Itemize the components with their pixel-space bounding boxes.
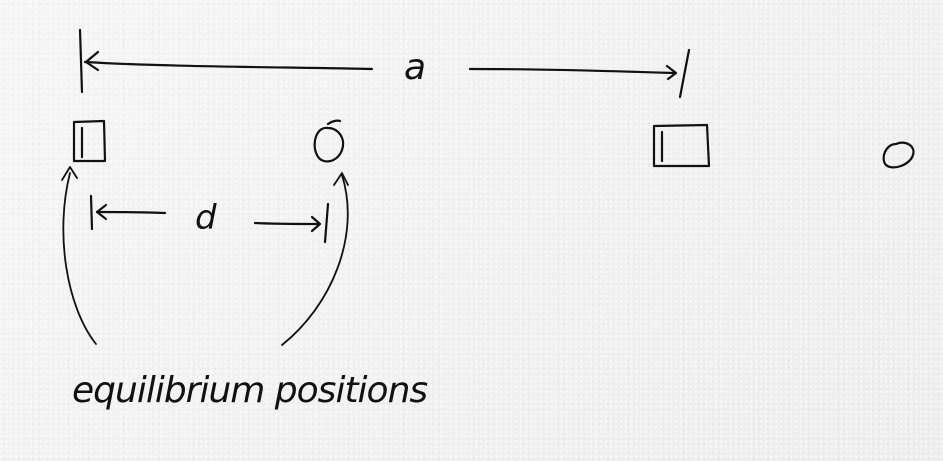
- d-right-tick: [323, 202, 330, 244]
- caption-text: equilibrium positions: [72, 370, 427, 411]
- a-left-tick: [78, 28, 84, 94]
- square-site-1: [72, 119, 107, 163]
- d-right-arrowhead: [310, 215, 322, 233]
- a-left-arrowhead: [84, 50, 100, 72]
- d-left-arrow-line: [95, 210, 167, 215]
- d-left-arrowhead: [95, 203, 108, 221]
- circle-site-2: [882, 141, 915, 169]
- pointer-to-square: [62, 172, 97, 345]
- a-left-arrow-line: [83, 60, 374, 71]
- a-right-arrowhead: [665, 64, 678, 81]
- square-site-2: [652, 123, 711, 168]
- pointer-to-square-head: [61, 166, 78, 181]
- a-right-tick: [678, 48, 691, 99]
- pointer-to-circle: [281, 174, 349, 346]
- d-left-tick: [89, 194, 94, 231]
- d-right-arrow-line: [253, 221, 320, 226]
- a-right-arrow-line: [468, 67, 676, 75]
- pointer-to-circle-head: [333, 172, 349, 186]
- d-label: d: [195, 198, 217, 238]
- a-label: a: [404, 47, 426, 88]
- circle-site-1: [313, 119, 345, 163]
